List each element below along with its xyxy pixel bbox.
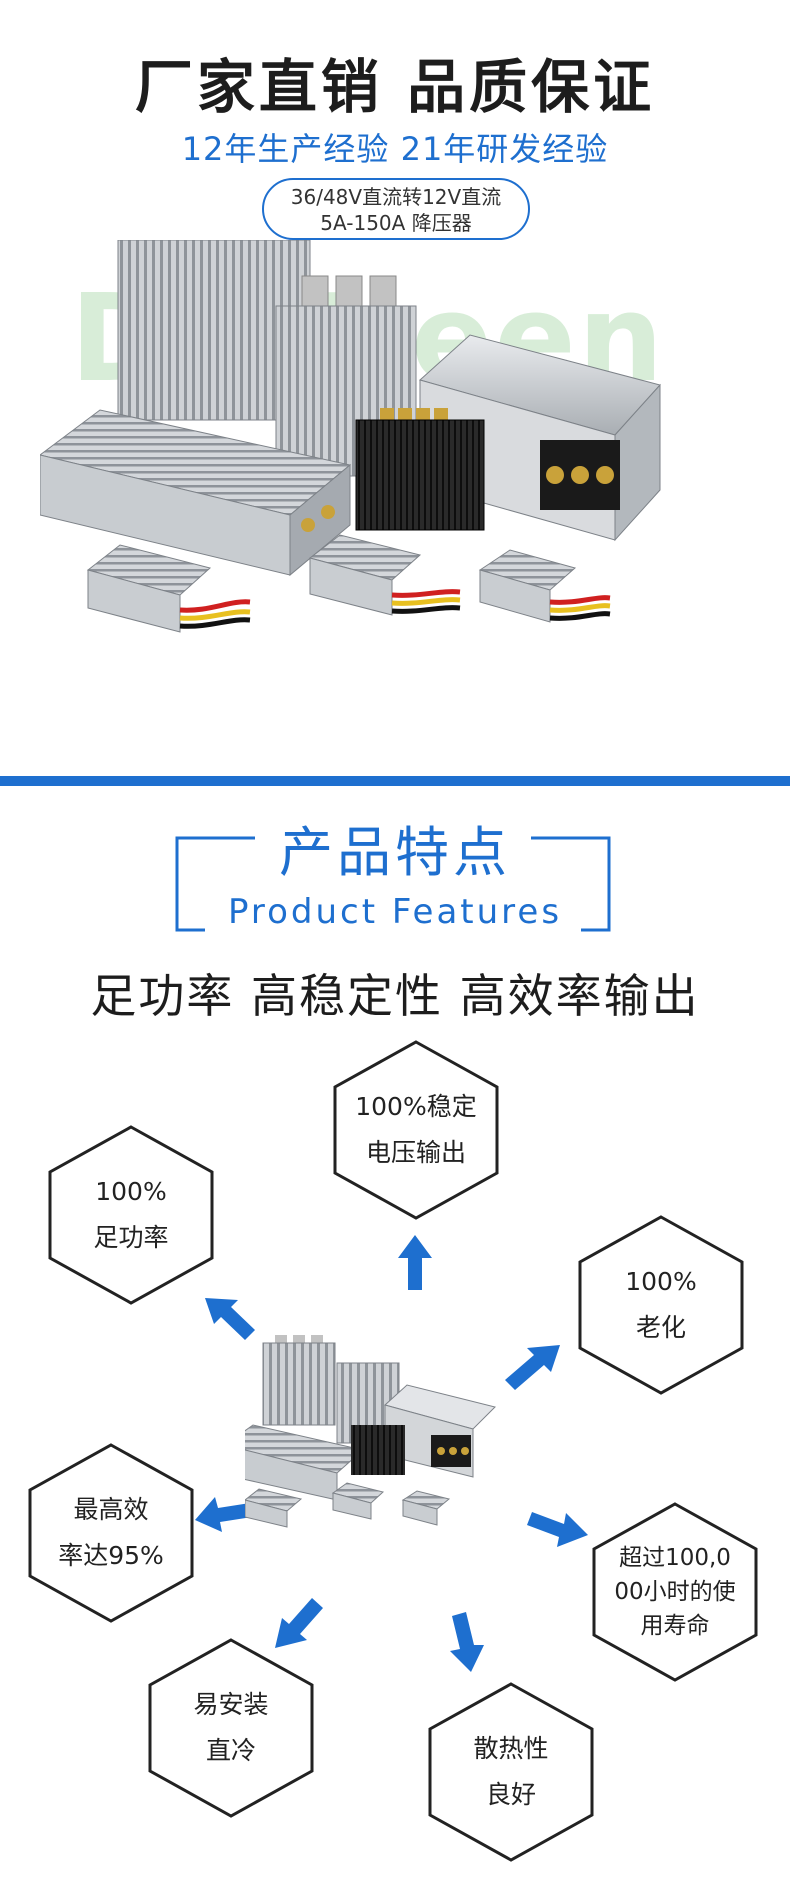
feature-hex-aging: 100%老化 (578, 1215, 744, 1395)
converter-black (355, 408, 485, 531)
arrow-upleft-icon (205, 1298, 255, 1340)
section-title-frame (175, 836, 611, 932)
feature-hex-efficiency: 最高效率达95% (28, 1443, 194, 1623)
section-divider (0, 776, 790, 786)
feature-hex-full-power: 100%足功率 (48, 1125, 214, 1305)
hero-subtitle: 12年生产经验 21年研发经验 (181, 130, 609, 168)
spec-pill: 36/48V直流转12V直流 5A-150A 降压器 (262, 178, 530, 240)
center-product-image (245, 1335, 496, 1528)
arrow-left-icon (195, 1497, 252, 1532)
hero-title: 厂家直销 品质保证 (134, 53, 656, 121)
arrow-downleft-icon (275, 1598, 323, 1648)
converter-flat (40, 409, 352, 577)
section-title-cn: 产品特点 (279, 821, 511, 884)
arrow-upright-icon (505, 1345, 560, 1390)
arrow-right-icon (527, 1512, 588, 1547)
feature-hex-heat-dissipation: 散热性良好 (428, 1682, 594, 1862)
converter-small-2 (308, 534, 461, 616)
spec-line-1: 36/48V直流转12V直流 (290, 185, 502, 209)
hero-banner: 厂家直销 品质保证 12年生产经验 21年研发经验 36/48V直流转12V直流… (0, 0, 790, 778)
spec-line-2: 5A-150A 降压器 (320, 211, 472, 235)
feature-tagline: 足功率 高稳定性 高效率输出 (90, 969, 700, 1023)
product-group-image (40, 240, 661, 633)
feature-hex-easy-install: 易安装直冷 (148, 1638, 314, 1818)
arrow-up-icon (398, 1235, 432, 1290)
section-title-en: Product Features (227, 892, 563, 932)
converter-small-3 (478, 549, 611, 623)
feature-hex-stable-voltage: 100%稳定电压输出 (333, 1040, 499, 1220)
arrow-down-icon (450, 1612, 484, 1672)
converter-small-1 (86, 544, 251, 633)
